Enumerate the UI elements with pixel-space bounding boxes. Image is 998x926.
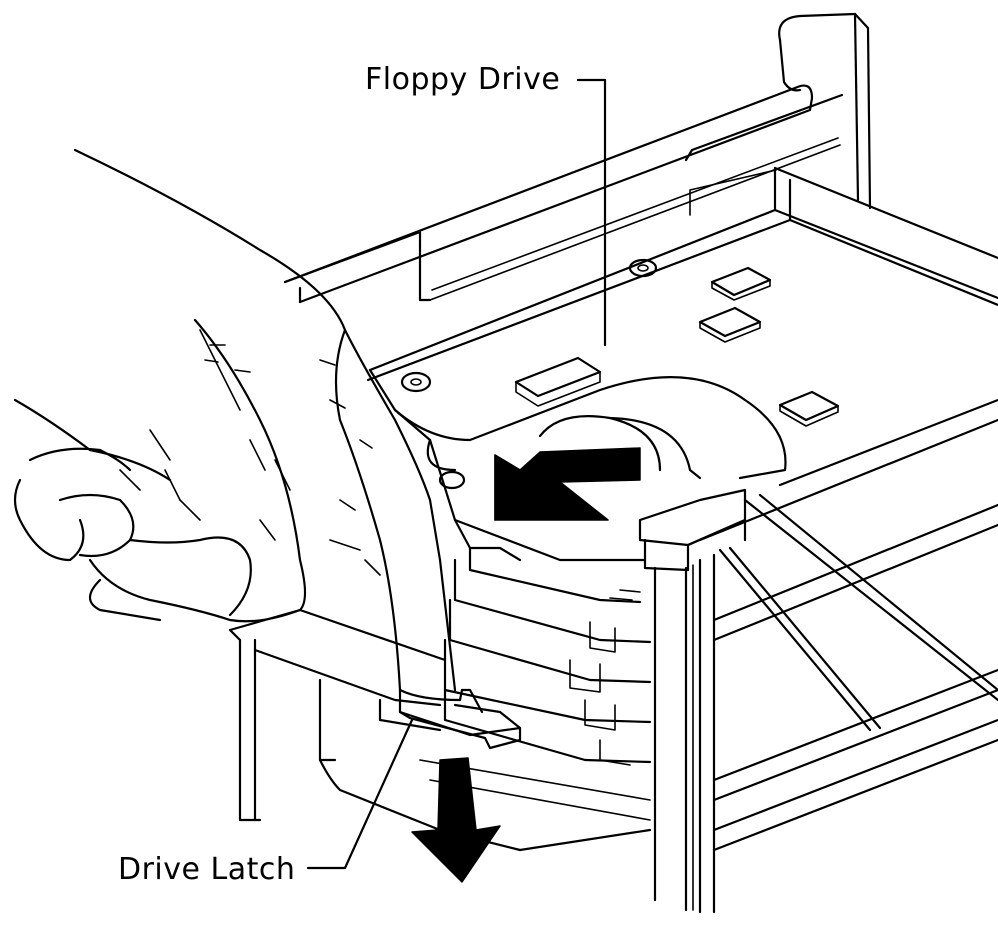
floppy-drive bbox=[393, 376, 787, 766]
drive-latch-label: Drive Latch bbox=[118, 852, 295, 887]
floppy-drive-label: Floppy Drive bbox=[365, 62, 560, 97]
drive-latch-leader bbox=[306, 718, 414, 870]
floppy-drive-leader bbox=[576, 78, 607, 347]
arrow-down-icon bbox=[411, 757, 501, 883]
hand bbox=[13, 148, 464, 702]
callout-floppy-drive: Floppy Drive bbox=[365, 62, 607, 347]
callout-drive-latch: Drive Latch bbox=[118, 718, 414, 887]
arrow-left-icon bbox=[494, 447, 641, 521]
front-bracket bbox=[228, 488, 998, 914]
drive-latch bbox=[398, 688, 522, 750]
chassis-frame bbox=[283, 12, 998, 542]
